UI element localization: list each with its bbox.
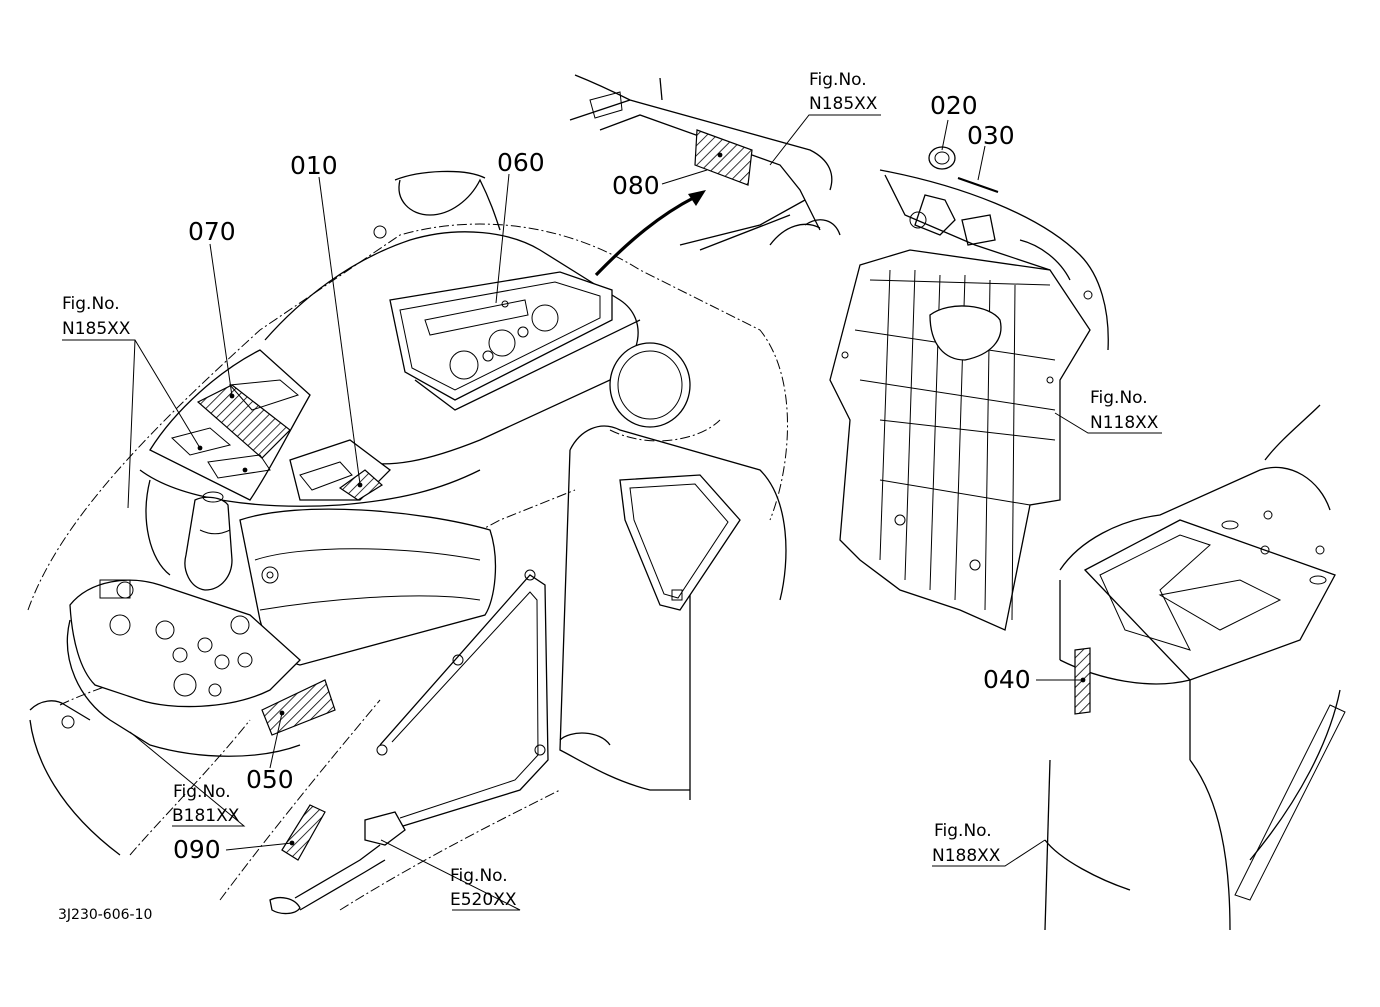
fig-ref-label: Fig.No. bbox=[62, 294, 120, 314]
diagram-id: 3J230-606-10 bbox=[58, 907, 152, 923]
fig-ref-label: Fig.No. bbox=[450, 866, 508, 886]
fig-ref-number: N118XX bbox=[1090, 413, 1159, 433]
floor-mat-assembly bbox=[829, 146, 1109, 631]
callout-020: 020 bbox=[930, 91, 978, 120]
fig-ref-label: Fig.No. bbox=[173, 782, 231, 802]
fig-ref-number: N185XX bbox=[809, 94, 878, 114]
callout-070: 070 bbox=[188, 217, 236, 246]
callout-080: 080 bbox=[612, 171, 660, 200]
callout-labels: 010 020 030 040 050 060 070 080 090 bbox=[173, 91, 1031, 864]
figure-references: Fig.No. N185XX Fig.No. N185XX Fig.No. N1… bbox=[62, 70, 1159, 910]
callout-030: 030 bbox=[967, 121, 1015, 150]
storage-box bbox=[1044, 404, 1346, 931]
fig-ref-number: E520XX bbox=[450, 890, 517, 910]
fig-ref-label: Fig.No. bbox=[809, 70, 867, 90]
fig-ref-number: N185XX bbox=[62, 319, 131, 339]
callout-010: 010 bbox=[290, 151, 338, 180]
roof-panel bbox=[569, 74, 841, 277]
fig-ref-label: Fig.No. bbox=[934, 821, 992, 841]
callout-040: 040 bbox=[983, 665, 1031, 694]
callout-090: 090 bbox=[173, 835, 221, 864]
leader-lines bbox=[62, 114, 1162, 911]
callout-050: 050 bbox=[246, 765, 294, 794]
fig-ref-number: B181XX bbox=[172, 806, 240, 826]
callout-060: 060 bbox=[497, 148, 545, 177]
dashboard-console bbox=[27, 170, 788, 915]
fig-ref-number: N188XX bbox=[932, 846, 1001, 866]
fig-ref-label: Fig.No. bbox=[1090, 388, 1148, 408]
